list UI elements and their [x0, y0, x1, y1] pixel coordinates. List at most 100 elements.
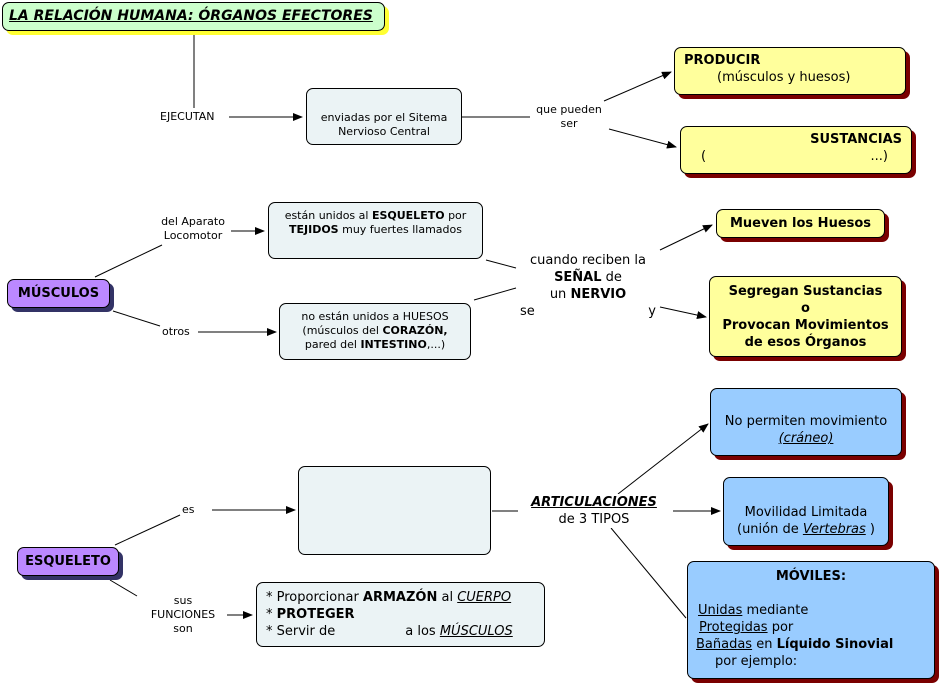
line-musculos-aparato	[94, 244, 163, 278]
nounidos-line2: (músculos del CORAZÓN,	[280, 324, 470, 338]
nounidos-text-f: ,...)	[426, 338, 446, 351]
link-otros: otros	[162, 325, 190, 339]
segregan-line1: Segregan Sustancias	[728, 284, 883, 299]
moviles-r3c: Líquido Sinovial	[776, 637, 894, 652]
arrow-producir	[603, 71, 672, 102]
sustancias-sub: ( ...)	[701, 148, 902, 165]
nopermiten-line2: (cráneo)	[778, 431, 834, 446]
line-moviles	[610, 527, 687, 619]
link-cuando-reciben: cuando reciben la SEÑAL de un NERVIO se …	[520, 252, 656, 320]
enviadas-line1: enviadas por el Sitema	[320, 111, 448, 124]
moviles-r2b: por	[767, 620, 794, 635]
unidos-line1: están unidos al ESQUELETO por	[269, 209, 482, 223]
enviadas-line2: Nervioso Central	[338, 125, 430, 138]
node-unidos-esqueleto[interactable]: están unidos al ESQUELETO por TEJIDOS mu…	[268, 202, 483, 259]
link-locomotor-text: Locomotor	[163, 229, 223, 242]
link-del-aparato-text: del Aparato	[161, 215, 225, 228]
link-nervio-line: un NERVIO	[520, 286, 656, 303]
funciones-l1d: CUERPO	[457, 590, 512, 605]
line-nounidos-senal	[473, 287, 517, 301]
link-se-text: se	[520, 304, 535, 319]
funciones-l3a: * Servir de	[266, 624, 336, 639]
nounidos-text-c: CORAZÓN,	[382, 324, 448, 337]
arrow-mueven	[659, 224, 713, 251]
unidos-text-a: están unidos al	[284, 209, 372, 222]
line-unidos-senal	[485, 259, 517, 269]
line-musculos-otros	[112, 310, 161, 327]
nounidos-line3: pared del INTESTINO,...)	[280, 338, 470, 352]
moviles-r1a: Unidas	[698, 603, 743, 618]
segregan-line3: Provocan Movimientos	[722, 318, 889, 333]
moviles-row4: por ejemplo:	[715, 654, 798, 669]
link-sus-text: sus	[173, 594, 193, 607]
link-que-pueden-ser: que pueden ser	[531, 103, 607, 131]
movilidad-l2a: (unión de	[737, 522, 803, 537]
title-node[interactable]: LA RELACIÓN HUMANA: ÓRGANOS EFECTORES	[2, 2, 385, 31]
nopermiten-line1: No permiten movimiento	[724, 414, 888, 429]
link-es: es	[182, 503, 195, 517]
arrow-segregan	[659, 306, 707, 319]
link-un-text: un	[549, 287, 567, 302]
movilidad-l2b: Vertebras	[802, 522, 866, 537]
unidos-line2: TEJIDOS muy fuertes llamados	[269, 223, 482, 237]
link-otros-text: otros	[162, 325, 190, 338]
arrow-nopermiten	[617, 423, 709, 495]
nounidos-text-d: pared del	[304, 338, 361, 351]
node-mueven-huesos[interactable]: Mueven los Huesos	[716, 209, 885, 238]
link-de-text: de	[605, 270, 622, 285]
funciones-l3b: a los	[405, 624, 440, 639]
node-moviles[interactable]: MÓVILES: Unidas mediante Protegidas por …	[687, 561, 935, 679]
unidos-text-c: por	[444, 209, 467, 222]
node-empty[interactable]	[298, 466, 491, 555]
node-enviadas[interactable]: enviadas por el Sitema Nervioso Central	[306, 88, 462, 145]
node-segregan[interactable]: Segregan Sustancias o Provocan Movimient…	[709, 276, 902, 357]
link-articulaciones: ARTICULACIONES de 3 TIPOS	[520, 494, 668, 528]
musculos-text: MÚSCULOS	[17, 286, 100, 301]
segregan-line4: de esos Órganos	[744, 335, 867, 350]
link-nervio-text: NERVIO	[570, 287, 627, 302]
sustancias-open: (	[701, 149, 707, 164]
link-es-text: es	[182, 503, 195, 516]
link-que-pueden-text: que pueden	[536, 103, 602, 116]
node-esqueleto[interactable]: ESQUELETO	[17, 547, 119, 576]
link-de-3-tipos-text: de 3 TIPOS	[558, 512, 630, 527]
node-sustancias[interactable]: SUSTANCIAS ( ...)	[680, 126, 912, 174]
unidos-text-b: ESQUELETO	[371, 209, 445, 222]
moviles-title: MÓVILES:	[775, 569, 847, 584]
node-funciones[interactable]: * Proporcionar ARMAZÓN al CUERPO * PROTE…	[256, 582, 545, 647]
link-senal-line: SEÑAL de	[520, 269, 656, 286]
title-text: LA RELACIÓN HUMANA: ÓRGANOS EFECTORES	[9, 8, 373, 24]
link-sus-funciones-son: sus FUNCIONES son	[140, 594, 226, 636]
movilidad-line1: Movilidad Limitada	[744, 505, 868, 520]
link-senal-text: SEÑAL	[554, 270, 602, 285]
link-son-text: son	[173, 622, 193, 635]
link-ser-text: ser	[560, 117, 578, 130]
moviles-r1b: mediante	[742, 603, 809, 618]
esqueleto-text: ESQUELETO	[25, 554, 111, 569]
segregan-line2: o	[801, 301, 810, 316]
funciones-line2: * PROTEGER	[266, 606, 544, 623]
moviles-row2: Protegidas por	[696, 619, 934, 636]
moviles-r3b: en	[752, 637, 777, 652]
moviles-r3a: Bañadas	[696, 637, 753, 652]
funciones-l1b: ARMAZÓN	[362, 590, 438, 605]
sustancias-close: ...)	[870, 149, 888, 164]
producir-sub: (músculos y huesos)	[717, 70, 851, 85]
nounidos-text-e: INTESTINO	[360, 338, 427, 351]
moviles-row1: Unidas mediante	[696, 602, 934, 619]
line-esqueleto-es	[114, 514, 181, 546]
moviles-r2a: Protegidas	[699, 620, 768, 635]
producir-title: PRODUCIR	[684, 53, 761, 68]
unidos-text-d: TEJIDOS	[289, 223, 339, 236]
node-no-permiten[interactable]: No permiten movimiento (cráneo)	[710, 388, 902, 456]
node-movilidad-limitada[interactable]: Movilidad Limitada (unión de Vertebras )	[723, 477, 889, 546]
link-cuando-reciben-text: cuando reciben la	[530, 253, 646, 268]
node-no-unidos[interactable]: no están unidos a HUESOS (músculos del C…	[279, 303, 471, 360]
nounidos-text-b: (músculos del	[302, 324, 383, 337]
node-musculos[interactable]: MÚSCULOS	[7, 279, 110, 308]
node-producir[interactable]: PRODUCIR (músculos y huesos)	[674, 47, 906, 95]
link-ejecutan: EJECUTAN	[160, 110, 215, 124]
moviles-row3: Bañadas en Líquido Sinovial	[696, 636, 934, 653]
arrow-sustancias	[608, 128, 677, 149]
